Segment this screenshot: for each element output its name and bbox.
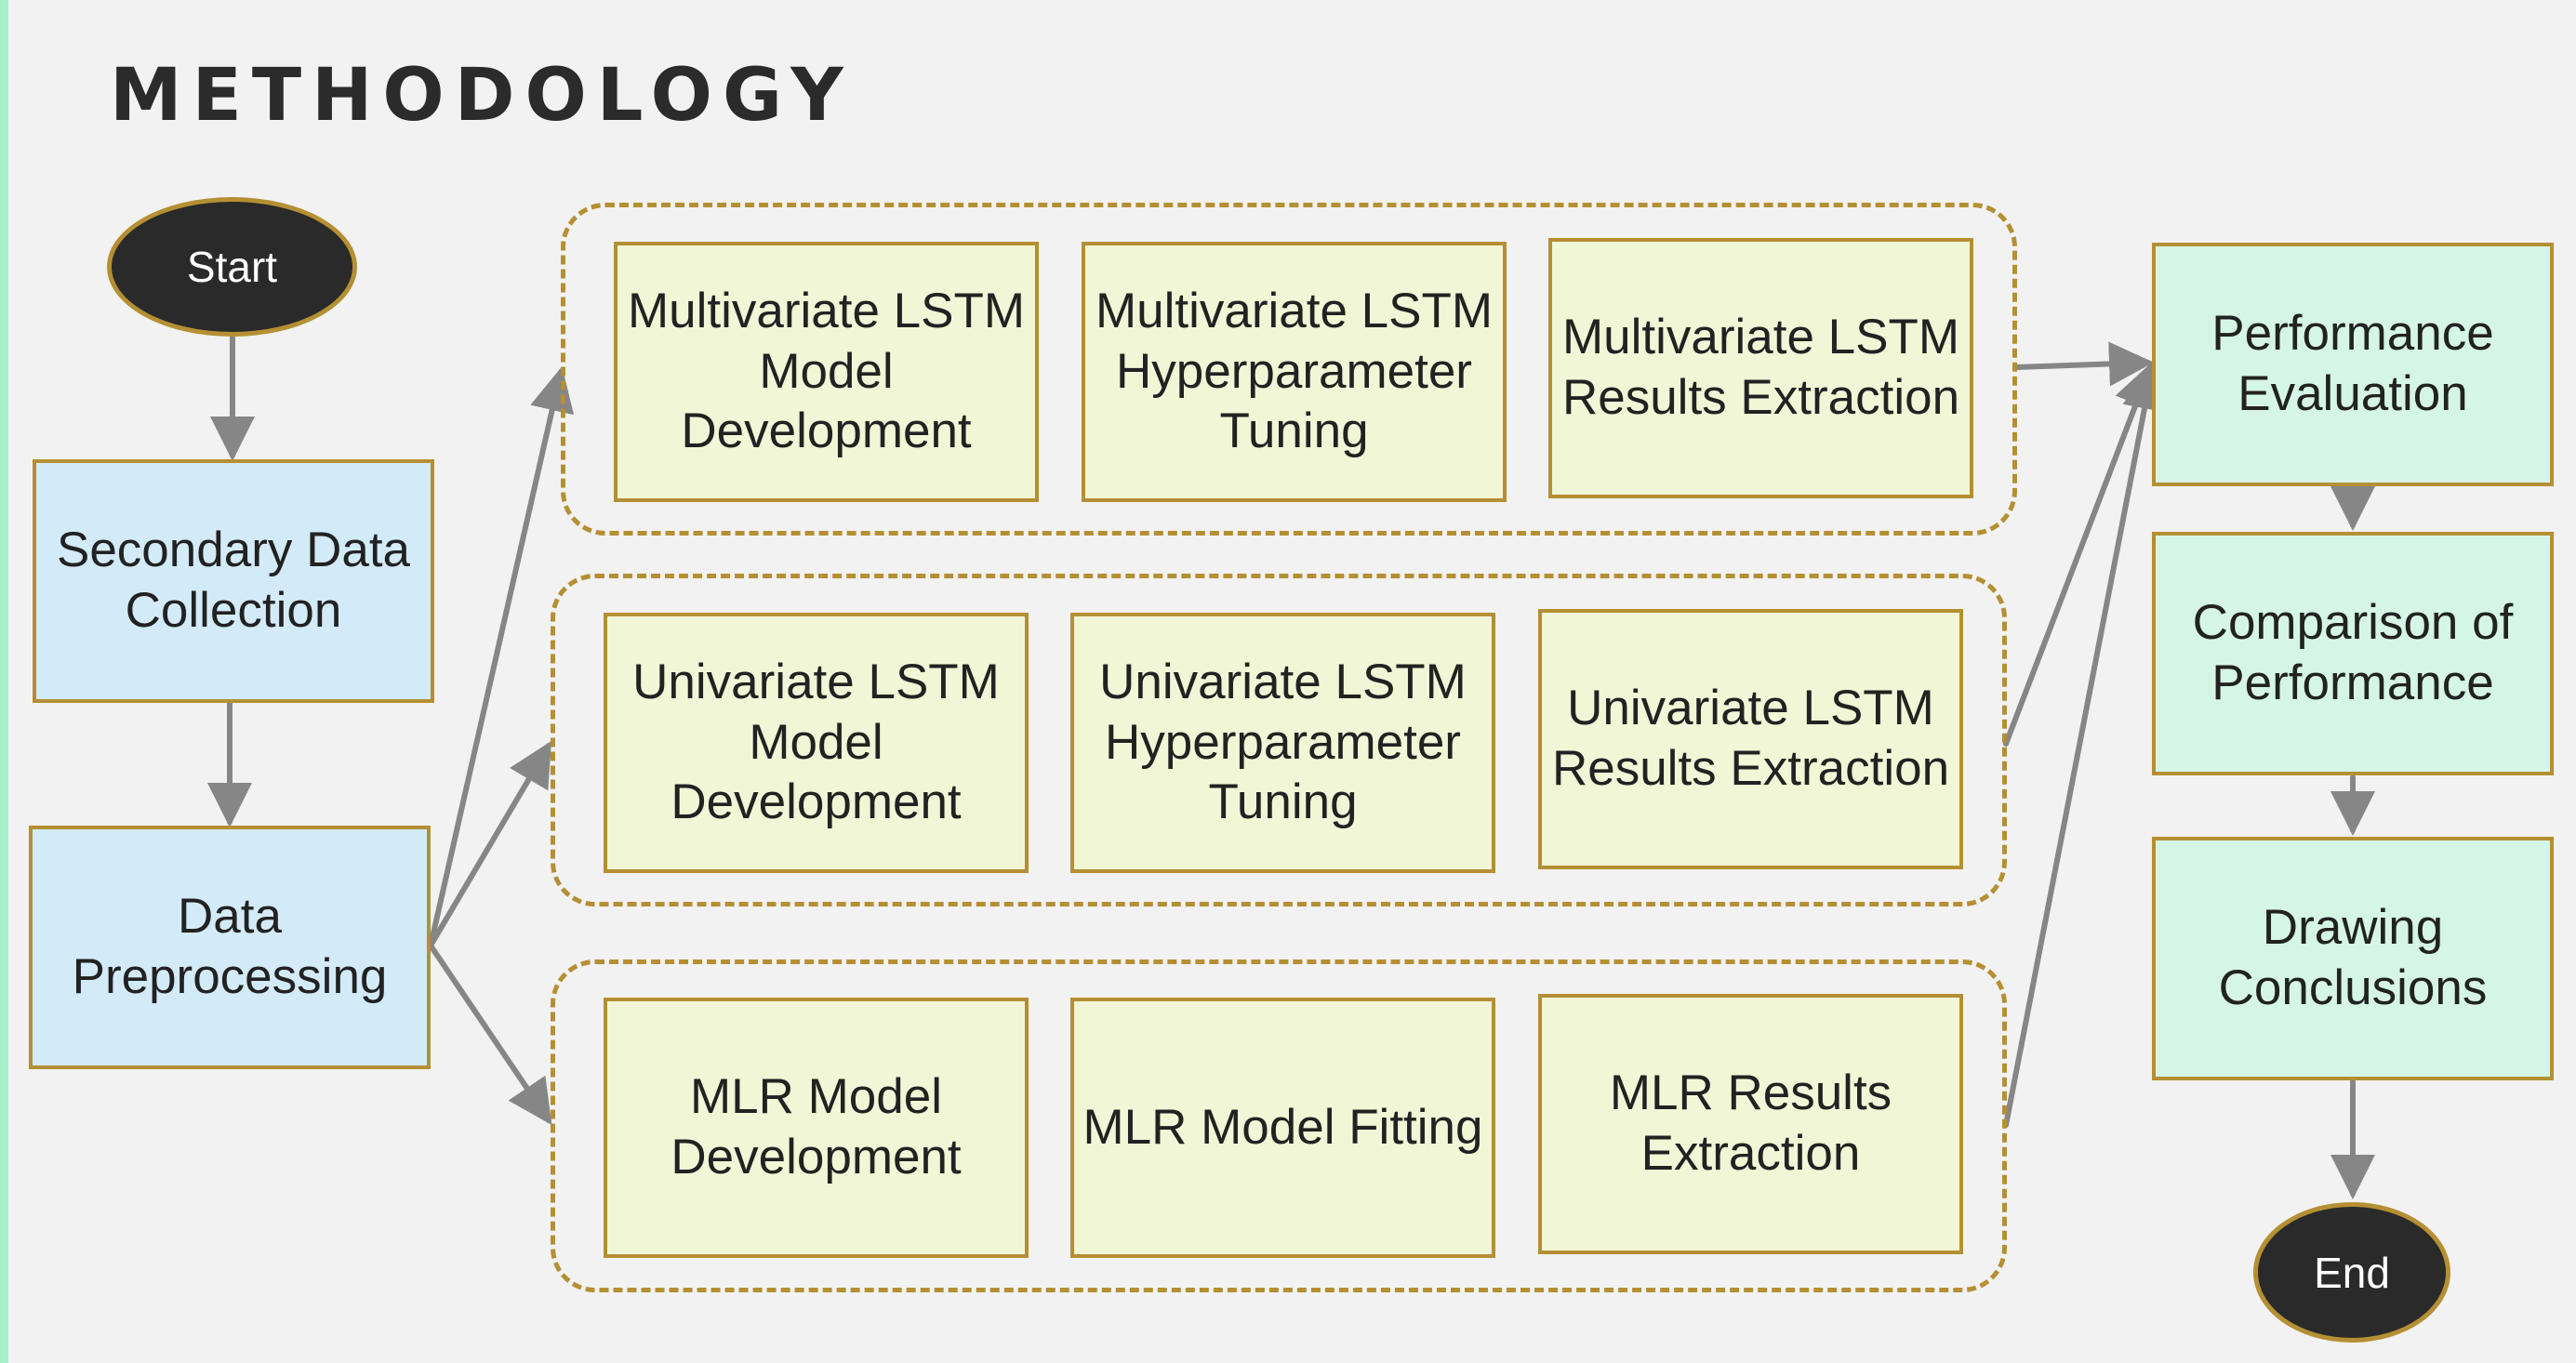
univariate-lstm-tuning-box: Univariate LSTM Hyperparameter Tuning (1070, 613, 1495, 873)
mlr-development-label: MLR Model Development (671, 1069, 962, 1184)
mlr-results-label: MLR Results Extraction (1609, 1065, 1892, 1181)
mlr-group (551, 959, 2007, 1292)
arrow-mlr-to-evaluation (2003, 364, 2167, 1128)
end-node: End (2253, 1202, 2450, 1343)
univariate-lstm-tuning-label: Univariate LSTM Hyperparameter Tuning (1099, 655, 1467, 830)
univariate-lstm-development-label: Univariate LSTM Model Development (632, 655, 1000, 830)
end-label: End (2314, 1248, 2390, 1297)
data-preprocessing-label: Data Preprocessing (72, 889, 388, 1004)
mlr-fitting-box: MLR Model Fitting (1070, 998, 1495, 1258)
drawing-conclusions-label: Drawing Conclusions (2218, 900, 2488, 1015)
start-node: Start (107, 197, 357, 337)
drawing-conclusions-box: Drawing Conclusions (2152, 837, 2554, 1080)
performance-evaluation-box: Performance Evaluation (2152, 243, 2554, 486)
arrow-multivariate-to-evaluation (2013, 341, 2154, 387)
multivariate-lstm-group (561, 203, 2017, 536)
univariate-lstm-results-box: Univariate LSTM Results Extraction (1538, 609, 1963, 869)
secondary-data-collection-box: Secondary Data Collection (33, 459, 434, 703)
mlr-development-box: MLR Model Development (604, 998, 1029, 1258)
arrow-preprocessing-to-univariate (428, 740, 552, 948)
multivariate-lstm-results-box: Multivariate LSTM Results Extraction (1548, 238, 1973, 498)
univariate-lstm-results-label: Univariate LSTM Results Extraction (1551, 681, 1950, 796)
mlr-fitting-label: MLR Model Fitting (1082, 1099, 1483, 1155)
univariate-lstm-development-box: Univariate LSTM Model Development (604, 613, 1029, 873)
multivariate-lstm-development-label: Multivariate LSTM Model Development (627, 284, 1026, 459)
comparison-of-performance-label: Comparison of Performance (2192, 595, 2514, 710)
multivariate-lstm-development-box: Multivariate LSTM Model Development (614, 242, 1039, 502)
multivariate-lstm-tuning-label: Multivariate LSTM Hyperparameter Tuning (1095, 284, 1494, 459)
start-label: Start (186, 243, 278, 291)
performance-evaluation-label: Performance Evaluation (2211, 306, 2494, 421)
multivariate-lstm-results-label: Multivariate LSTM Results Extraction (1561, 310, 1960, 425)
comparison-of-performance-box: Comparison of Performance (2152, 532, 2554, 775)
secondary-data-collection-label: Secondary Data Collection (56, 523, 411, 638)
arrow-preprocessing-to-mlr (428, 943, 552, 1125)
data-preprocessing-box: Data Preprocessing (29, 826, 431, 1069)
page-title: METHODOLOGY (110, 54, 854, 138)
arrow-preprocessing-to-multivariate (428, 366, 575, 948)
mlr-results-box: MLR Results Extraction (1538, 994, 1963, 1254)
accent-bar (0, 0, 8, 1363)
multivariate-lstm-tuning-box: Multivariate LSTM Hyperparameter Tuning (1082, 242, 1507, 502)
arrow-univariate-to-evaluation (2003, 362, 2158, 747)
univariate-lstm-group (551, 574, 2007, 906)
